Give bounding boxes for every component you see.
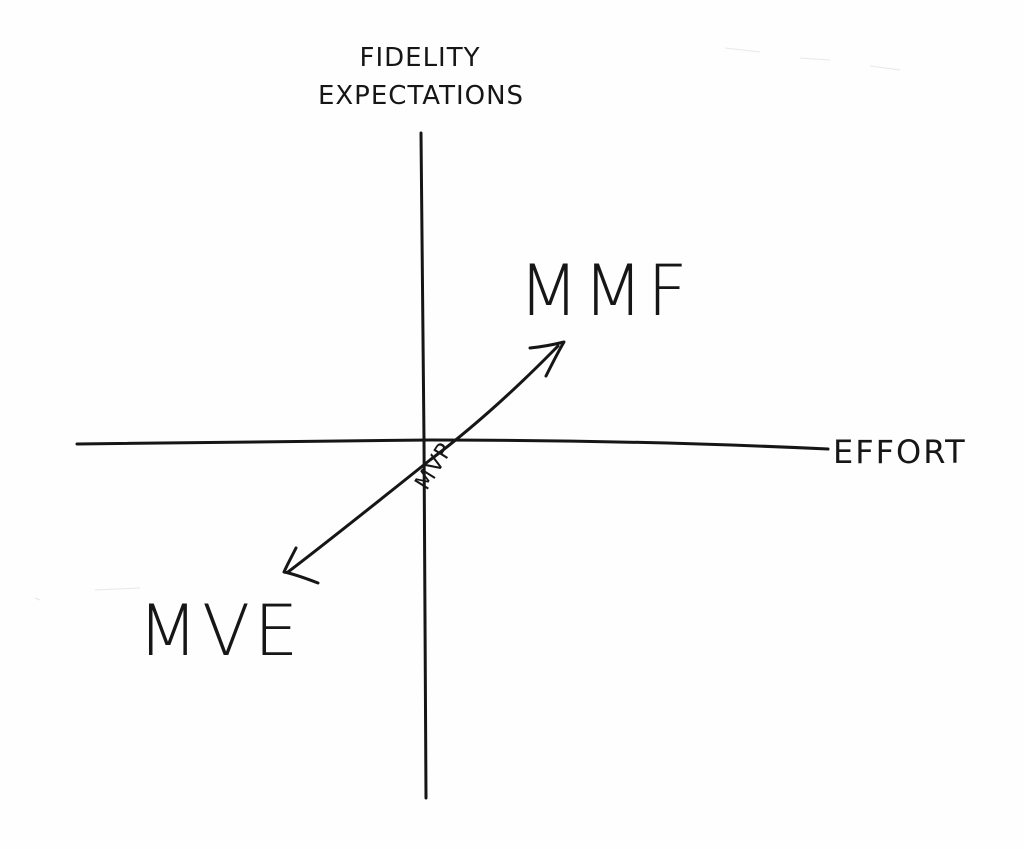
- y-axis-label-line1: FIDELITY: [360, 43, 481, 73]
- arrowhead-top-right-icon: [528, 340, 566, 378]
- x-axis-label: EFFORT: [833, 433, 967, 471]
- diagonal-arrow-line: [286, 344, 560, 574]
- arrowhead-bottom-left-icon: [282, 546, 320, 585]
- y-axis-label-line2: EXPECTATIONS: [318, 81, 524, 111]
- board-smudges: [34, 47, 901, 601]
- x-axis-line: [75, 438, 830, 451]
- label-mve: MVE: [138, 590, 303, 672]
- label-mvp: MVP: [411, 439, 459, 495]
- label-mmf: MMF: [518, 250, 691, 332]
